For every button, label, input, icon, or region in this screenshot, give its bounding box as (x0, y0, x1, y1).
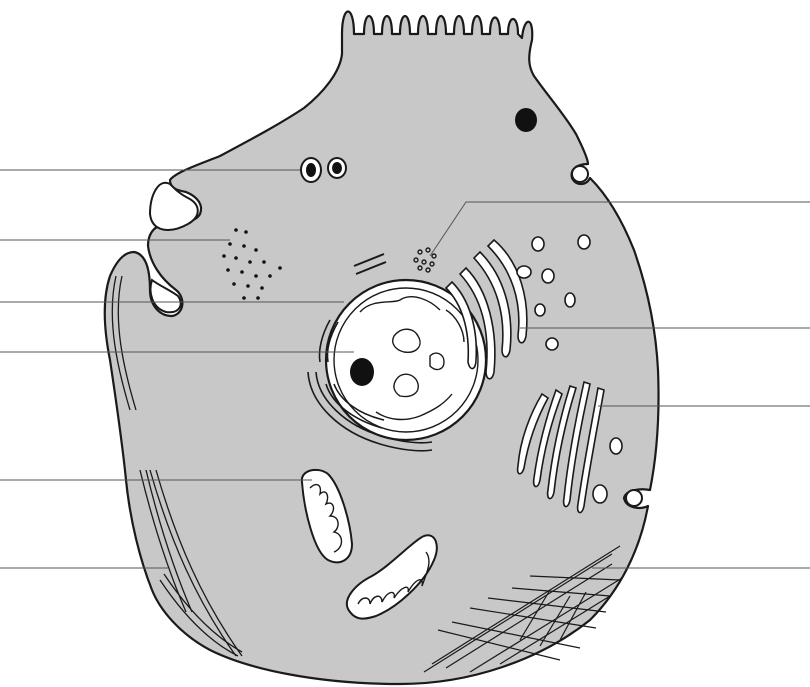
membrane-pit (626, 490, 642, 506)
secretory-granule (515, 108, 537, 132)
chromatin (394, 374, 418, 396)
nucleolus (350, 358, 374, 386)
membrane-pit (572, 166, 588, 182)
chromatin (393, 329, 420, 352)
chromatin (430, 353, 444, 369)
